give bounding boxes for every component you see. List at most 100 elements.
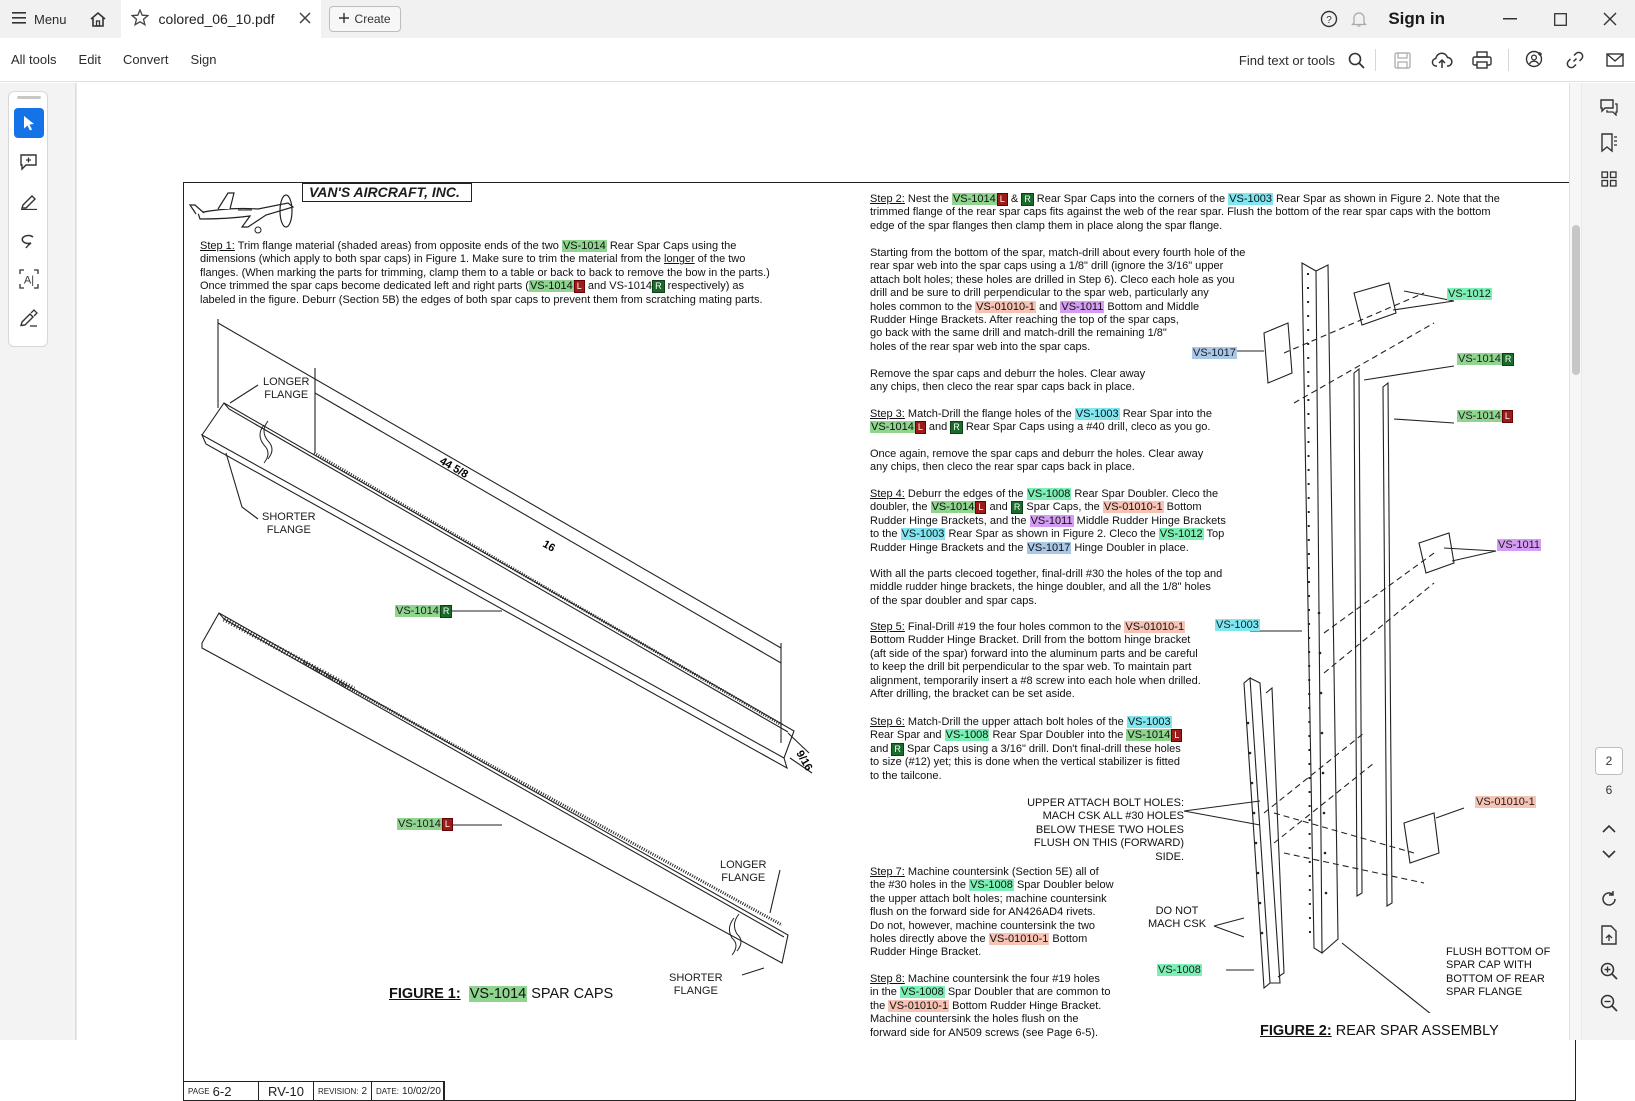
part-vs1014: VS-1014 (528, 280, 574, 293)
part-vs1003: VS-1003 (1074, 408, 1120, 420)
text-run: Bottom Rudder Hinge Bracket. (949, 999, 1102, 1012)
create-button[interactable]: Create (328, 6, 401, 32)
sign-in-button[interactable]: Sign in (1388, 9, 1445, 28)
text-run: alignment, temporarily insert a #8 screw… (870, 674, 1201, 687)
text-run: MACH CSK ALL #30 HOLES (1042, 810, 1184, 823)
scrollbar-thumb[interactable] (1572, 225, 1580, 375)
left-tag: L (1501, 410, 1513, 423)
zoom-in-icon[interactable] (1595, 957, 1622, 984)
highlight-pen-icon[interactable] (14, 186, 44, 216)
save-icon[interactable] (1382, 38, 1422, 82)
document-viewport[interactable]: VAN'S AIRCRAFT, INC. Step 1: Trim flange… (77, 83, 1576, 1101)
part-vs1014: VS-1014 (1457, 410, 1502, 422)
maximize-icon[interactable] (1535, 0, 1585, 38)
select-tool-icon[interactable] (14, 108, 44, 138)
text-run: REVISION: (318, 1087, 359, 1096)
page-extract-icon[interactable] (1595, 921, 1622, 948)
model-name: RV-10 (268, 1084, 304, 1099)
document-tab[interactable]: colored_06_10.pdf (120, 0, 321, 38)
callout-vs1012: VS-1012 (1444, 287, 1495, 302)
minimize-icon[interactable] (1485, 0, 1535, 38)
vertical-scrollbar[interactable] (1569, 83, 1581, 1040)
callout-vs1017: VS-1017 (1189, 346, 1240, 361)
edit-menu[interactable]: Edit (78, 52, 101, 67)
brand-title: VAN'S AIRCRAFT, INC. (302, 183, 472, 202)
part-vs1014: VS-1014 (468, 986, 528, 1002)
sign-menu[interactable]: Sign (190, 52, 217, 67)
close-tab-icon[interactable] (299, 11, 311, 27)
email-icon[interactable] (1595, 38, 1635, 82)
text-run: to keep the drill bit perpendicular to t… (870, 661, 1192, 674)
find-text-or-tools[interactable]: Find text or tools (1238, 52, 1335, 68)
panel-grip[interactable] (17, 96, 41, 99)
text-run: flush on the forward side for AN426AD4 r… (870, 906, 1096, 919)
notification-bell-icon[interactable] (1344, 0, 1374, 38)
share-user-icon[interactable] (1515, 38, 1555, 82)
text-run: the (870, 999, 889, 1012)
rotate-refresh-icon[interactable] (1595, 885, 1622, 912)
part-vs1003: VS-1003 (900, 528, 946, 541)
text-run: and (870, 742, 892, 755)
menu-label: Menu (34, 11, 67, 27)
text-run: With all the parts clecoed together, fin… (870, 568, 1223, 580)
star-icon[interactable] (130, 8, 149, 29)
text-recognition-icon[interactable]: A| (14, 264, 44, 294)
part-vs1017: VS-1017 (1192, 347, 1237, 359)
revision-number: 2 (361, 1086, 368, 1097)
text-run: Rear Spar Doubler into the (989, 729, 1127, 742)
text-run: and VS-1014 (584, 280, 653, 293)
sign-pen-icon[interactable] (14, 303, 44, 333)
drill-paragraph: Starting from the bottom of the spar, ma… (870, 247, 1270, 354)
text-run: drill and be sure to drill perpendicular… (870, 287, 1209, 300)
left-tag: L (573, 280, 585, 294)
create-label: Create (354, 12, 391, 26)
part-vs1003: VS-1003 (1215, 619, 1260, 631)
close-window-icon[interactable] (1585, 0, 1635, 38)
right-tag: R (1010, 501, 1024, 515)
text-run: Once trimmed the spar caps become dedica… (200, 280, 529, 293)
bookmarks-icon[interactable] (1595, 129, 1622, 156)
link-icon[interactable] (1555, 38, 1595, 82)
text-run: Rudder Hinge Bracket. (870, 946, 982, 959)
part-vs01010: VS-01010-1 (975, 300, 1036, 313)
help-icon[interactable]: ? (1314, 0, 1344, 38)
text-run: FLANGE (264, 389, 309, 401)
menu-button[interactable]: Menu (0, 0, 79, 38)
home-icon[interactable] (83, 4, 113, 34)
part-vs01010: VS-01010-1 (1475, 796, 1536, 808)
text-run: doubler, the (870, 501, 931, 514)
part-vs1012: VS-1012 (1447, 288, 1492, 300)
upload-cloud-icon[interactable] (1422, 38, 1462, 82)
step3-label: Step 3: (870, 408, 905, 420)
previous-page-icon[interactable] (1595, 815, 1622, 842)
text-run: DO NOT (1155, 905, 1199, 917)
part-vs1014: VS-1014 (395, 605, 440, 617)
step1-label: Step 1: (200, 240, 235, 252)
print-icon[interactable] (1462, 38, 1502, 82)
callout-vs1008: VS-1008 (1154, 963, 1205, 978)
next-page-icon[interactable] (1595, 841, 1622, 868)
step5-label: Step 5: (870, 621, 905, 633)
part-vs1012: VS-1012 (1158, 528, 1204, 541)
text-run: flanges. (When marking the parts for tri… (200, 266, 770, 279)
text-run: to size (#12) yet; this is done when the… (870, 756, 1180, 769)
all-tools-menu[interactable]: All tools (11, 52, 57, 67)
toolbar-divider (1508, 49, 1509, 71)
freehand-draw-icon[interactable] (14, 225, 44, 255)
thumbnails-grid-icon[interactable] (1595, 165, 1622, 192)
figure1-spar-caps-drawing: 44 5/8 16 9/16 (200, 319, 815, 976)
part-vs01010: VS-01010-1 (888, 999, 950, 1012)
comments-icon[interactable] (1595, 93, 1622, 120)
convert-menu[interactable]: Convert (122, 52, 169, 67)
zoom-out-icon[interactable] (1595, 989, 1622, 1016)
right-tag: R (891, 742, 904, 756)
figure2-rear-spar-drawing (1183, 262, 1497, 1013)
right-tool-rail: 2 6 (1582, 83, 1635, 1040)
current-page-input[interactable]: 2 (1595, 747, 1623, 775)
titlebar-actions: ? Sign in (1314, 0, 1635, 38)
search-icon[interactable] (1343, 38, 1369, 82)
add-comment-icon[interactable] (14, 147, 44, 177)
